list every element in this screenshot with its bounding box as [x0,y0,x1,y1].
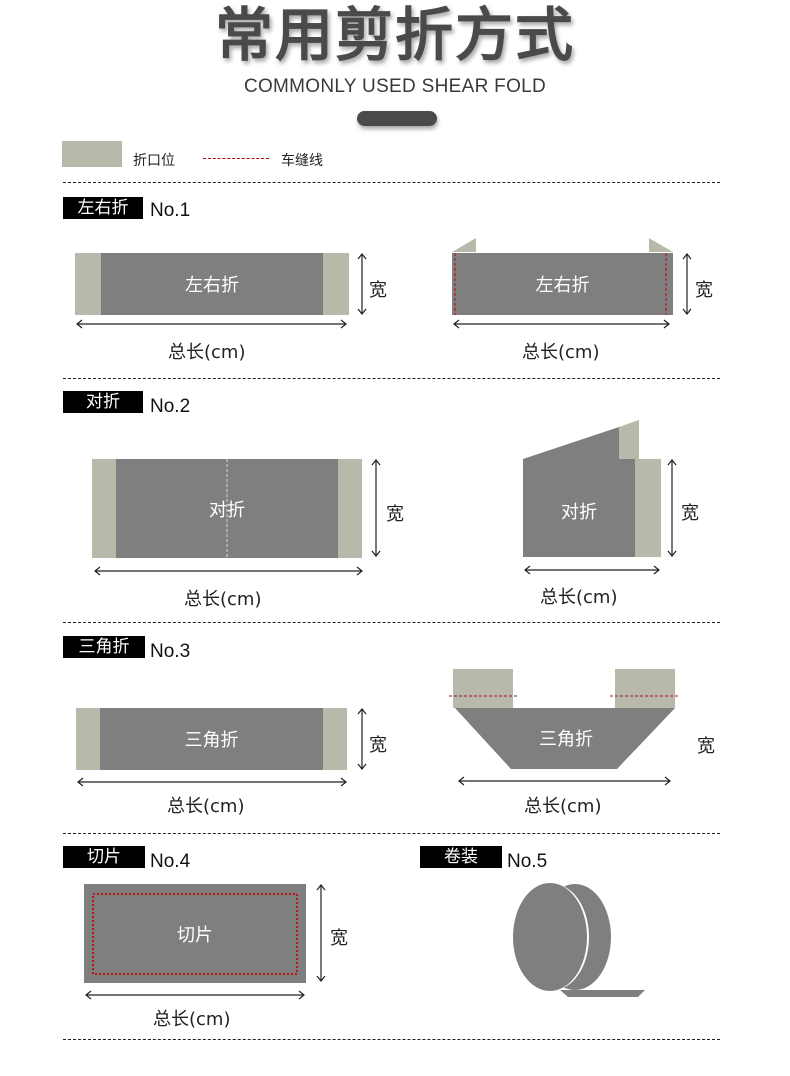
width-label: 宽 [697,736,715,757]
section-divider [63,1039,720,1040]
length-label: 总长(cm) [184,589,262,610]
section-tag: 左右折 [63,197,143,219]
legend-stitch-label: 车缝线 [281,153,323,169]
fold-flap-left [92,459,116,558]
section-tag: 对折 [63,391,143,413]
fabric-body: 三角折 [100,708,323,770]
fold-flap-right [323,253,349,315]
legend-fold-swatch [62,141,122,167]
fold-flap-left [75,253,101,315]
section-divider [63,833,720,834]
width-label: 宽 [695,280,713,301]
section-number: No.4 [150,851,191,872]
section-divider [63,378,720,379]
length-label: 总长(cm) [522,342,600,363]
fold-flap-right [323,708,347,770]
fabric-body-folded: 三角折 [539,729,593,750]
section-tag: 卷装 [420,846,502,868]
fold-flap-right [338,459,362,558]
width-label: 宽 [369,280,387,301]
section-number: No.5 [507,851,548,872]
section-divider [63,622,720,623]
diagram-left-right-fold-flat: 左右折 [75,253,349,315]
section-number: No.2 [150,396,191,417]
width-label: 宽 [681,503,699,524]
title-decoration-bar [357,111,437,126]
fabric-body-folded: 对折 [561,502,597,523]
section-number: No.3 [150,641,191,662]
diagram-triangle-fold-flat: 三角折 [76,708,347,770]
length-label: 总长(cm) [168,342,246,363]
length-label: 总长(cm) [167,796,245,817]
fabric-body: 左右折 [101,253,323,315]
legend-fold-label: 折口位 [133,153,175,169]
page-title: 常用剪折方式 [214,1,575,69]
width-label: 宽 [369,735,387,756]
section-number: No.1 [150,200,191,221]
fold-flap-left [76,708,100,770]
section-tag: 三角折 [63,636,145,658]
section-divider [63,182,720,183]
diagram-cut-piece: 切片 [84,884,306,983]
length-label: 总长(cm) [153,1009,231,1030]
page-subtitle: COMMONLY USED SHEAR FOLD [243,76,547,97]
length-label: 总长(cm) [540,587,618,608]
legend-stitch-line [203,158,269,159]
width-label: 宽 [330,928,348,949]
length-label: 总长(cm) [524,796,602,817]
fabric-body-folded: 左右折 [535,275,590,296]
width-label: 宽 [386,504,404,525]
section-tag: 切片 [63,846,145,868]
